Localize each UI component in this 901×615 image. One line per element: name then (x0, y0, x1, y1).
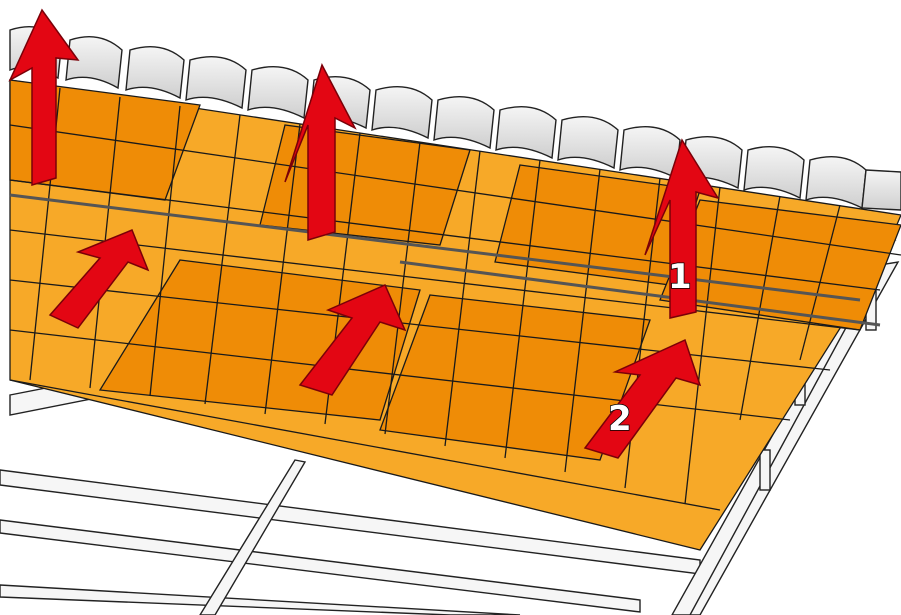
step-1-arrow-icon (644, 138, 720, 319)
ridge-caps (9, 26, 901, 211)
step-2-arrow-icon (583, 338, 702, 459)
diagonal-arrow-icon (298, 284, 407, 396)
step-2-label: 2 (608, 399, 632, 439)
diagonal-arrow-icon (48, 229, 150, 329)
up-arrow-icon (284, 63, 357, 242)
up-arrow-icon (8, 8, 80, 186)
step-1-label: 1 (668, 257, 692, 297)
